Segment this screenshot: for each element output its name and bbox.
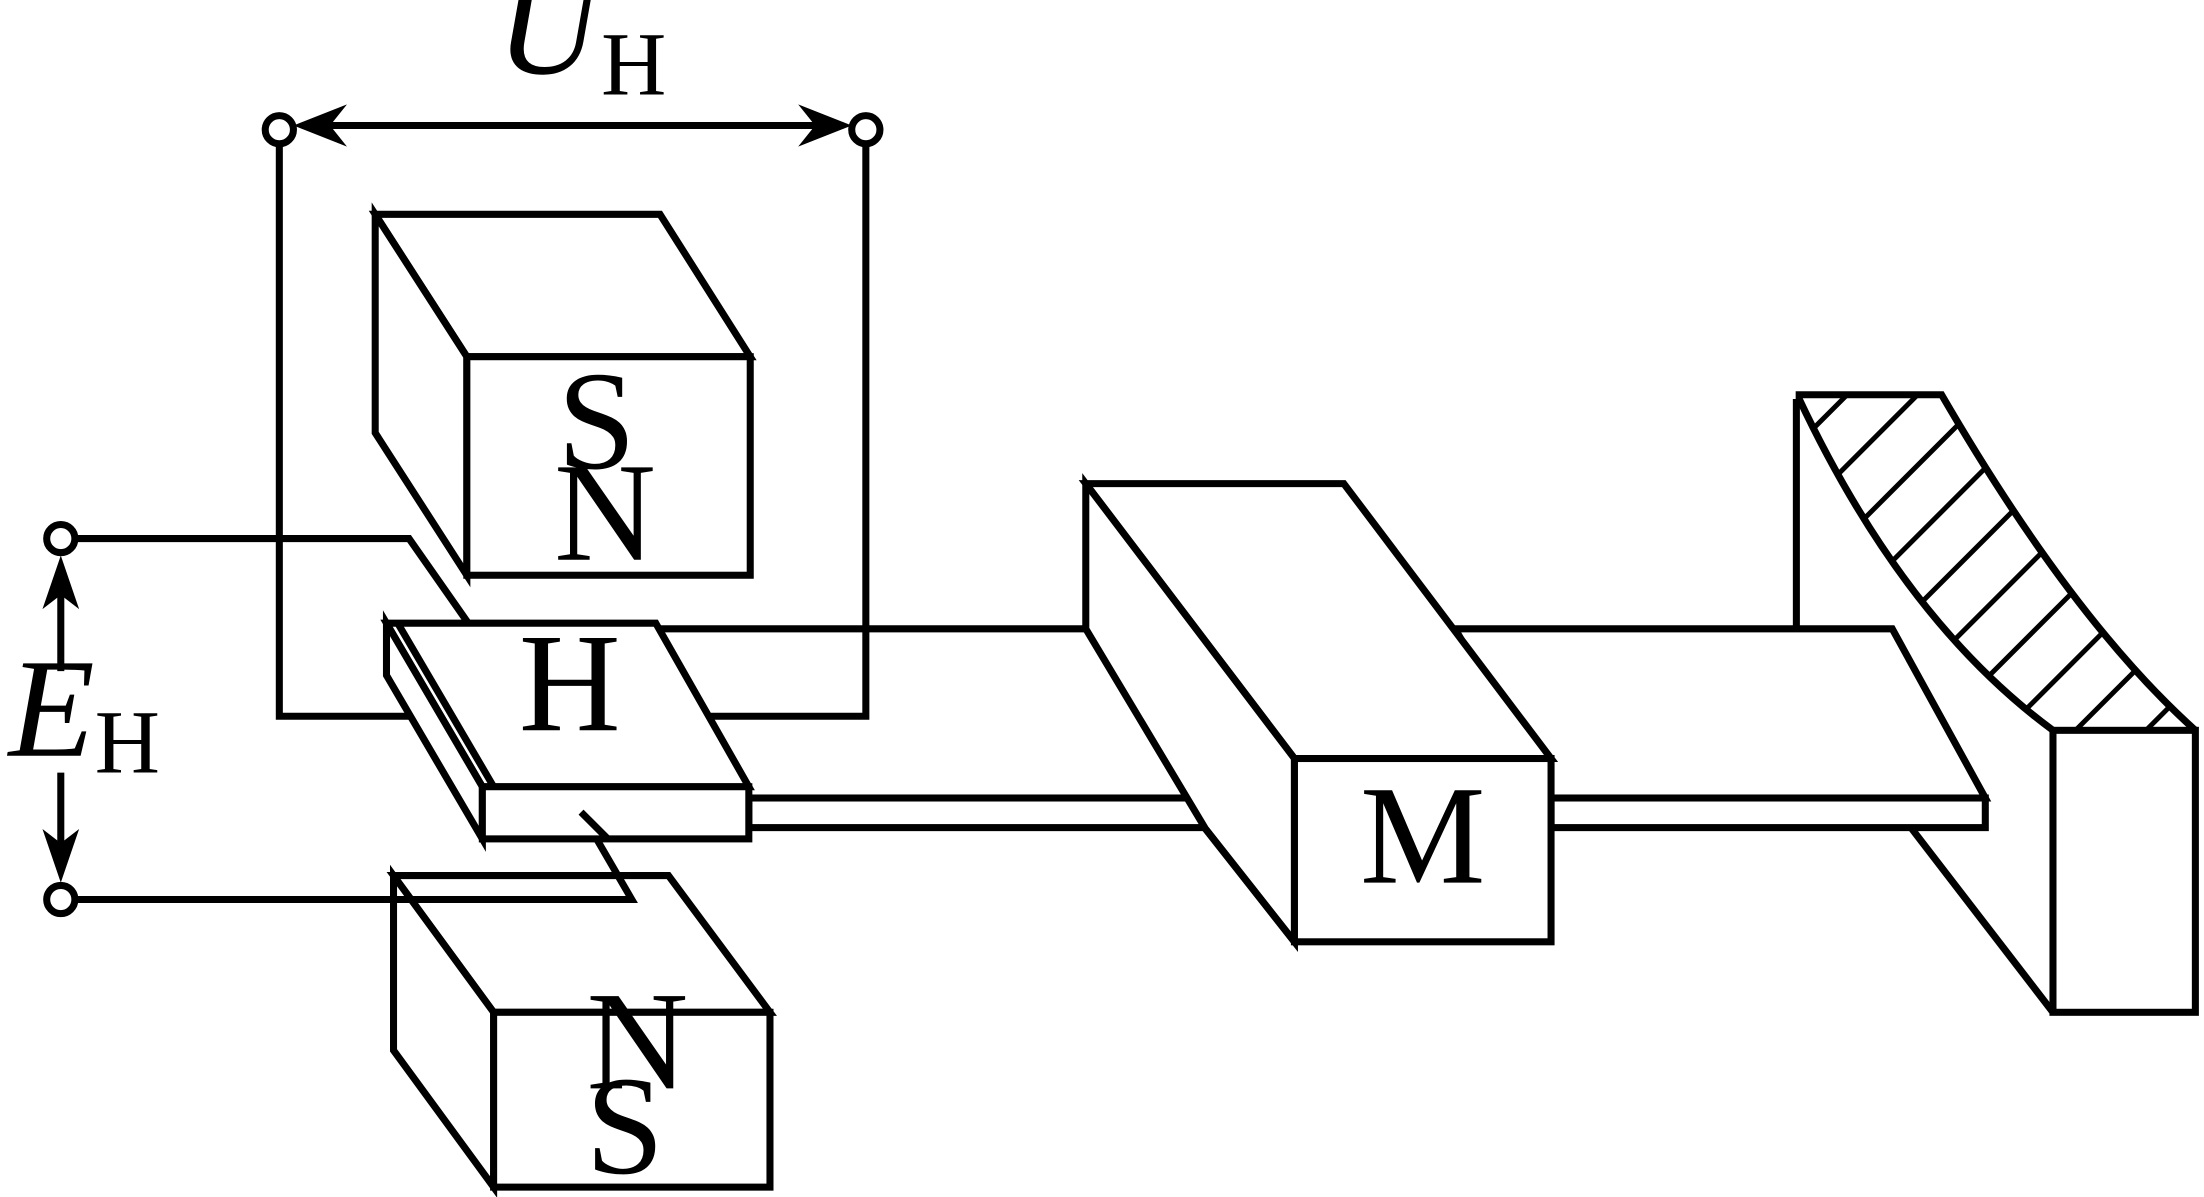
excitation-terminal-bottom — [43, 881, 79, 918]
upper-magnet-north-label: N — [554, 435, 656, 591]
excitation-top-wire — [70, 535, 472, 626]
hall-element-label: H — [519, 605, 621, 761]
hall-voltage-terminal-left — [261, 112, 297, 148]
lower-magnet-north-label: N — [587, 963, 689, 1119]
hall-voltage-wires — [275, 131, 870, 720]
upper-magnet-south-label: S — [557, 343, 635, 499]
hall-voltage-terminal-right — [848, 112, 884, 148]
upper-magnet: S N — [368, 202, 757, 591]
mass-side-lower-edge — [1202, 826, 1298, 944]
support-front-face — [2049, 726, 2199, 1016]
support-inner-curve — [1796, 397, 2056, 734]
hall-voltage-left-wire — [275, 131, 410, 720]
support-outer-curve — [1795, 391, 2198, 733]
hall-voltage-label: UH — [496, 0, 666, 114]
excitation-arrows: EH — [7, 520, 160, 918]
hall-element: H — [380, 605, 755, 852]
hall-voltage-right-wire — [710, 131, 870, 720]
hall-element-bevel — [394, 621, 497, 789]
excitation-terminal-top — [43, 520, 79, 557]
upper-magnet-front-face — [463, 353, 754, 579]
mass-label: M — [1360, 758, 1485, 914]
excitation-wire-stub — [578, 809, 611, 842]
mass-front-face — [1290, 754, 1555, 946]
beam-right-front-face — [1547, 794, 1989, 832]
mass-block: M — [1078, 473, 1559, 952]
lower-magnet-front-face — [490, 1008, 774, 1191]
hall-voltage-arrowhead-left — [293, 104, 348, 147]
excitation-arrowhead-up — [42, 555, 80, 610]
hall-voltage-arrowhead-right — [798, 104, 852, 147]
excitation-label: EH — [7, 631, 160, 793]
lower-magnet-south-label: S — [586, 1048, 664, 1197]
beam-left-front-face — [745, 794, 1246, 832]
hall-voltage-arrow: UH — [261, 0, 884, 148]
lower-magnet: N S — [386, 864, 777, 1197]
support-lower-edge — [1909, 826, 2056, 1015]
hall-element-front-face — [478, 783, 753, 843]
excitation-arrowhead-down — [42, 829, 80, 883]
